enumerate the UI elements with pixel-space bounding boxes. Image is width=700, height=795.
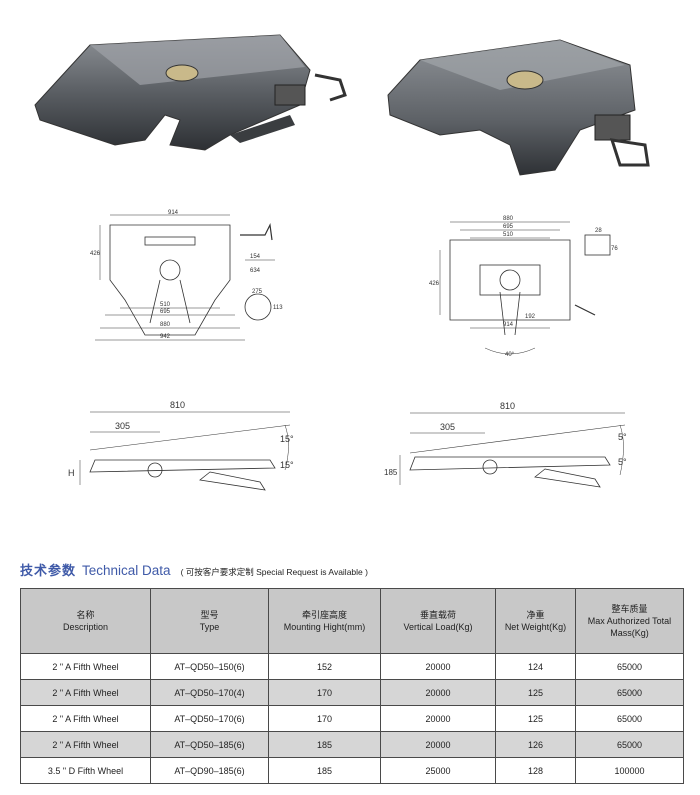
section-title-cn: 技术参数 xyxy=(20,563,77,578)
dim-text: 810 xyxy=(170,400,185,410)
cell-description: 3.5 " D Fifth Wheel xyxy=(20,757,151,784)
dim-text: 28 xyxy=(595,228,602,234)
cell-description: 2 " A Fifth Wheel xyxy=(20,731,151,758)
dim-text: 914 xyxy=(503,322,514,328)
dim-text: 914 xyxy=(168,210,179,216)
section-title: 技术参数 Technical Data ( 可按客户要求定制 Special R… xyxy=(20,560,368,582)
dim-text: 305 xyxy=(115,421,130,431)
cell-vertical-load: 20000 xyxy=(380,705,496,732)
cell-total-mass: 65000 xyxy=(575,705,684,732)
cell-description: 2 " A Fifth Wheel xyxy=(20,653,151,680)
cell-type: AT–QD90–185(6) xyxy=(150,757,269,784)
dim-text: 192 xyxy=(525,314,536,320)
fifth-wheel-photo-right xyxy=(387,39,650,176)
table-row: 2 " A Fifth Wheel AT–QD50–150(6) 152 200… xyxy=(20,653,684,680)
cell-vertical-load: 20000 xyxy=(380,731,496,758)
fifth-wheel-photo-left xyxy=(34,34,347,151)
table-row: 2 " A Fifth Wheel AT–QD50–185(6) 185 200… xyxy=(20,731,684,758)
dim-text: 426 xyxy=(90,251,101,257)
dim-text: 5° xyxy=(618,432,627,442)
section-note: ( 可按客户要求定制 Special Request is Available … xyxy=(180,567,368,577)
dim-text: 695 xyxy=(160,309,171,315)
dim-text: 634 xyxy=(250,268,261,274)
cell-total-mass: 65000 xyxy=(575,731,684,758)
top-view-drawing-left: 914 154 634 510 695 880 942 426 275 113 xyxy=(90,210,283,341)
cell-type: AT–QD50–170(6) xyxy=(150,705,269,732)
cell-mounting-height: 152 xyxy=(268,653,381,680)
table-row: 2 " A Fifth Wheel AT–QD50–170(6) 170 200… xyxy=(20,705,684,732)
dim-text: 15° xyxy=(280,460,294,470)
dim-text: 154 xyxy=(250,254,261,260)
cell-mounting-height: 170 xyxy=(268,679,381,706)
cell-vertical-load: 20000 xyxy=(380,653,496,680)
cell-type: AT–QD50–185(6) xyxy=(150,731,269,758)
dim-text: 5° xyxy=(618,457,627,467)
cell-type: AT–QD50–150(6) xyxy=(150,653,269,680)
cell-vertical-load: 20000 xyxy=(380,679,496,706)
dim-text: 510 xyxy=(503,232,514,238)
dim-text: 695 xyxy=(503,224,514,230)
cell-mounting-height: 170 xyxy=(268,705,381,732)
side-view-drawing-left: 810 305 15° 15° H xyxy=(68,400,294,491)
cell-net-weight: 124 xyxy=(495,653,576,680)
cell-net-weight: 126 xyxy=(495,731,576,758)
dim-text: 510 xyxy=(160,302,171,308)
cell-total-mass: 100000 xyxy=(575,757,684,784)
dim-text: 880 xyxy=(503,216,514,222)
cell-description: 2 " A Fifth Wheel xyxy=(20,679,151,706)
dim-text: 275 xyxy=(252,289,263,295)
dim-text: 880 xyxy=(160,322,171,328)
cell-type: AT–QD50–170(4) xyxy=(150,679,269,706)
dim-text: 185 xyxy=(384,468,398,477)
cell-net-weight: 125 xyxy=(495,705,576,732)
table-row: 2 " A Fifth Wheel AT–QD50–170(4) 170 200… xyxy=(20,679,684,706)
cell-total-mass: 65000 xyxy=(575,653,684,680)
cell-net-weight: 125 xyxy=(495,679,576,706)
top-view-drawing-right: 880 695 510 426 914 40° 192 28 76 xyxy=(429,216,618,358)
dim-text: 942 xyxy=(160,334,171,340)
dim-text: 810 xyxy=(500,401,515,411)
cell-description: 2 " A Fifth Wheel xyxy=(20,705,151,732)
table-row: 3.5 " D Fifth Wheel AT–QD90–185(6) 185 2… xyxy=(20,757,684,784)
cell-mounting-height: 185 xyxy=(268,731,381,758)
side-view-drawing-right: 810 305 5° 5° 185 xyxy=(384,401,627,488)
section-title-en: Technical Data xyxy=(82,563,171,578)
dim-text: 305 xyxy=(440,422,455,432)
dim-text: H xyxy=(68,468,75,478)
dim-text: 40° xyxy=(505,352,515,358)
dim-text: 113 xyxy=(273,305,283,311)
dim-text: 76 xyxy=(611,246,618,252)
cell-vertical-load: 25000 xyxy=(380,757,496,784)
dim-text: 15° xyxy=(280,434,294,444)
cell-mounting-height: 185 xyxy=(268,757,381,784)
cell-total-mass: 65000 xyxy=(575,679,684,706)
cell-net-weight: 128 xyxy=(495,757,576,784)
dim-text: 426 xyxy=(429,281,440,287)
